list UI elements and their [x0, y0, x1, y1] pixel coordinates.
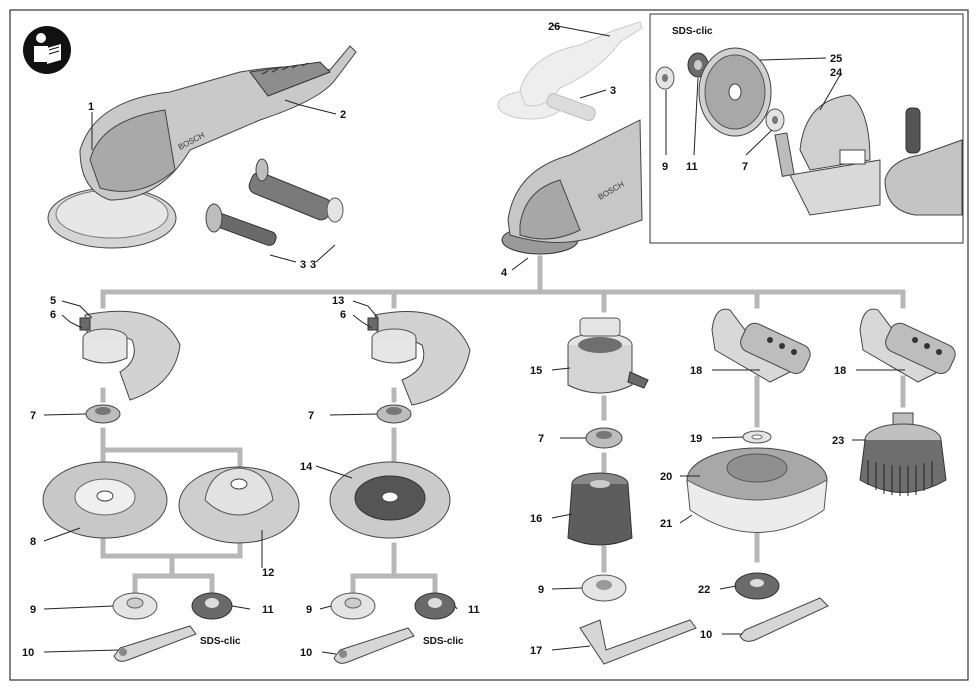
inset-parts: SDS-clic — [655, 26, 963, 216]
callout-8: 8 — [30, 536, 36, 548]
callout-5: 5 — [50, 295, 56, 307]
callout-11c: 11 — [686, 161, 698, 173]
column-4-parts — [686, 308, 829, 642]
callout-7b: 7 — [308, 410, 314, 422]
sds-clic-inset: SDS-clic — [672, 26, 713, 37]
callout-2: 2 — [340, 109, 346, 121]
callout-7d: 7 — [742, 161, 748, 173]
callout-12: 12 — [262, 567, 274, 579]
callout-7c: 7 — [538, 433, 544, 445]
callout-19: 19 — [690, 433, 702, 445]
callout-4: 4 — [501, 267, 508, 279]
callout-10a: 10 — [22, 647, 34, 659]
angle-grinder-4: BOSCH — [501, 119, 643, 255]
callout-14: 14 — [300, 461, 313, 473]
callout-11a: 11 — [262, 604, 274, 616]
callout-22: 22 — [698, 584, 710, 596]
sds-clic-left: SDS-clic — [200, 636, 241, 647]
callout-17: 17 — [530, 645, 542, 657]
callout-24: 24 — [830, 67, 843, 79]
callout-16: 16 — [530, 513, 542, 525]
callout-3a: 3 — [300, 259, 306, 271]
callout-10c: 10 — [700, 629, 712, 641]
callout-20: 20 — [660, 471, 672, 483]
callout-13: 13 — [332, 295, 344, 307]
callout-11b: 11 — [468, 604, 480, 616]
angle-grinder-ghost — [497, 21, 643, 122]
sds-clic-middle: SDS-clic — [423, 636, 464, 647]
callout-26: 26 — [548, 21, 560, 33]
connector-bars — [100, 255, 906, 595]
callout-9c: 9 — [538, 584, 544, 596]
callout-18a: 18 — [690, 365, 702, 377]
leader-lines — [43, 24, 905, 655]
angle-grinder-main: BOSCH — [47, 45, 357, 249]
callout-9a: 9 — [30, 604, 36, 616]
callout-7a: 7 — [30, 410, 36, 422]
callout-21: 21 — [660, 518, 672, 530]
callout-10b: 10 — [300, 647, 312, 659]
callout-15: 15 — [530, 365, 542, 377]
callout-6b: 6 — [340, 309, 346, 321]
callout-1: 1 — [88, 101, 94, 113]
callout-9b: 9 — [306, 604, 312, 616]
read-manual-icon — [23, 26, 71, 74]
column-2-parts: SDS-clic — [329, 311, 471, 664]
callout-9d: 9 — [662, 161, 668, 173]
callout-numbers: 1 2 3 3 3 4 5 6 6 7 7 7 7 8 9 9 9 9 10 1… — [22, 21, 846, 659]
callout-23: 23 — [832, 435, 844, 447]
callout-6a: 6 — [50, 309, 56, 321]
column-5-parts — [859, 308, 956, 496]
column-1-parts: SDS-clic — [42, 310, 300, 662]
callout-25: 25 — [830, 53, 842, 65]
callout-3c: 3 — [610, 85, 616, 97]
callout-18b: 18 — [834, 365, 846, 377]
callout-3b: 3 — [310, 259, 316, 271]
